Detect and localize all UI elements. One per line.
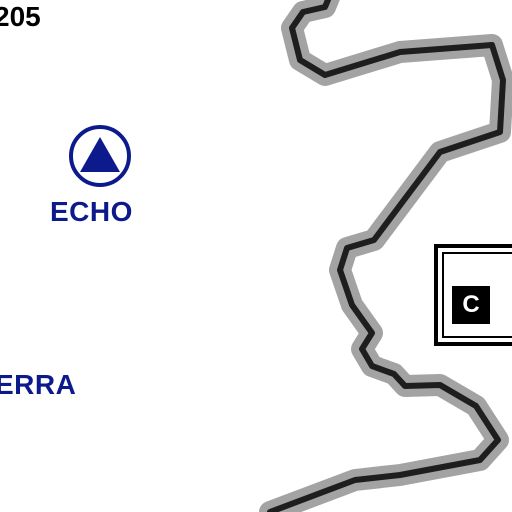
zone-box-inner [442,252,512,338]
corner-label: 205 [0,1,41,32]
zone-letter-badge: C [452,286,490,324]
waypoint-label-echo: ECHO [50,196,133,227]
boundary-line [267,0,506,512]
waypoint-label-erra: ERRA [0,369,77,400]
circled-triangle-icon [69,125,131,187]
